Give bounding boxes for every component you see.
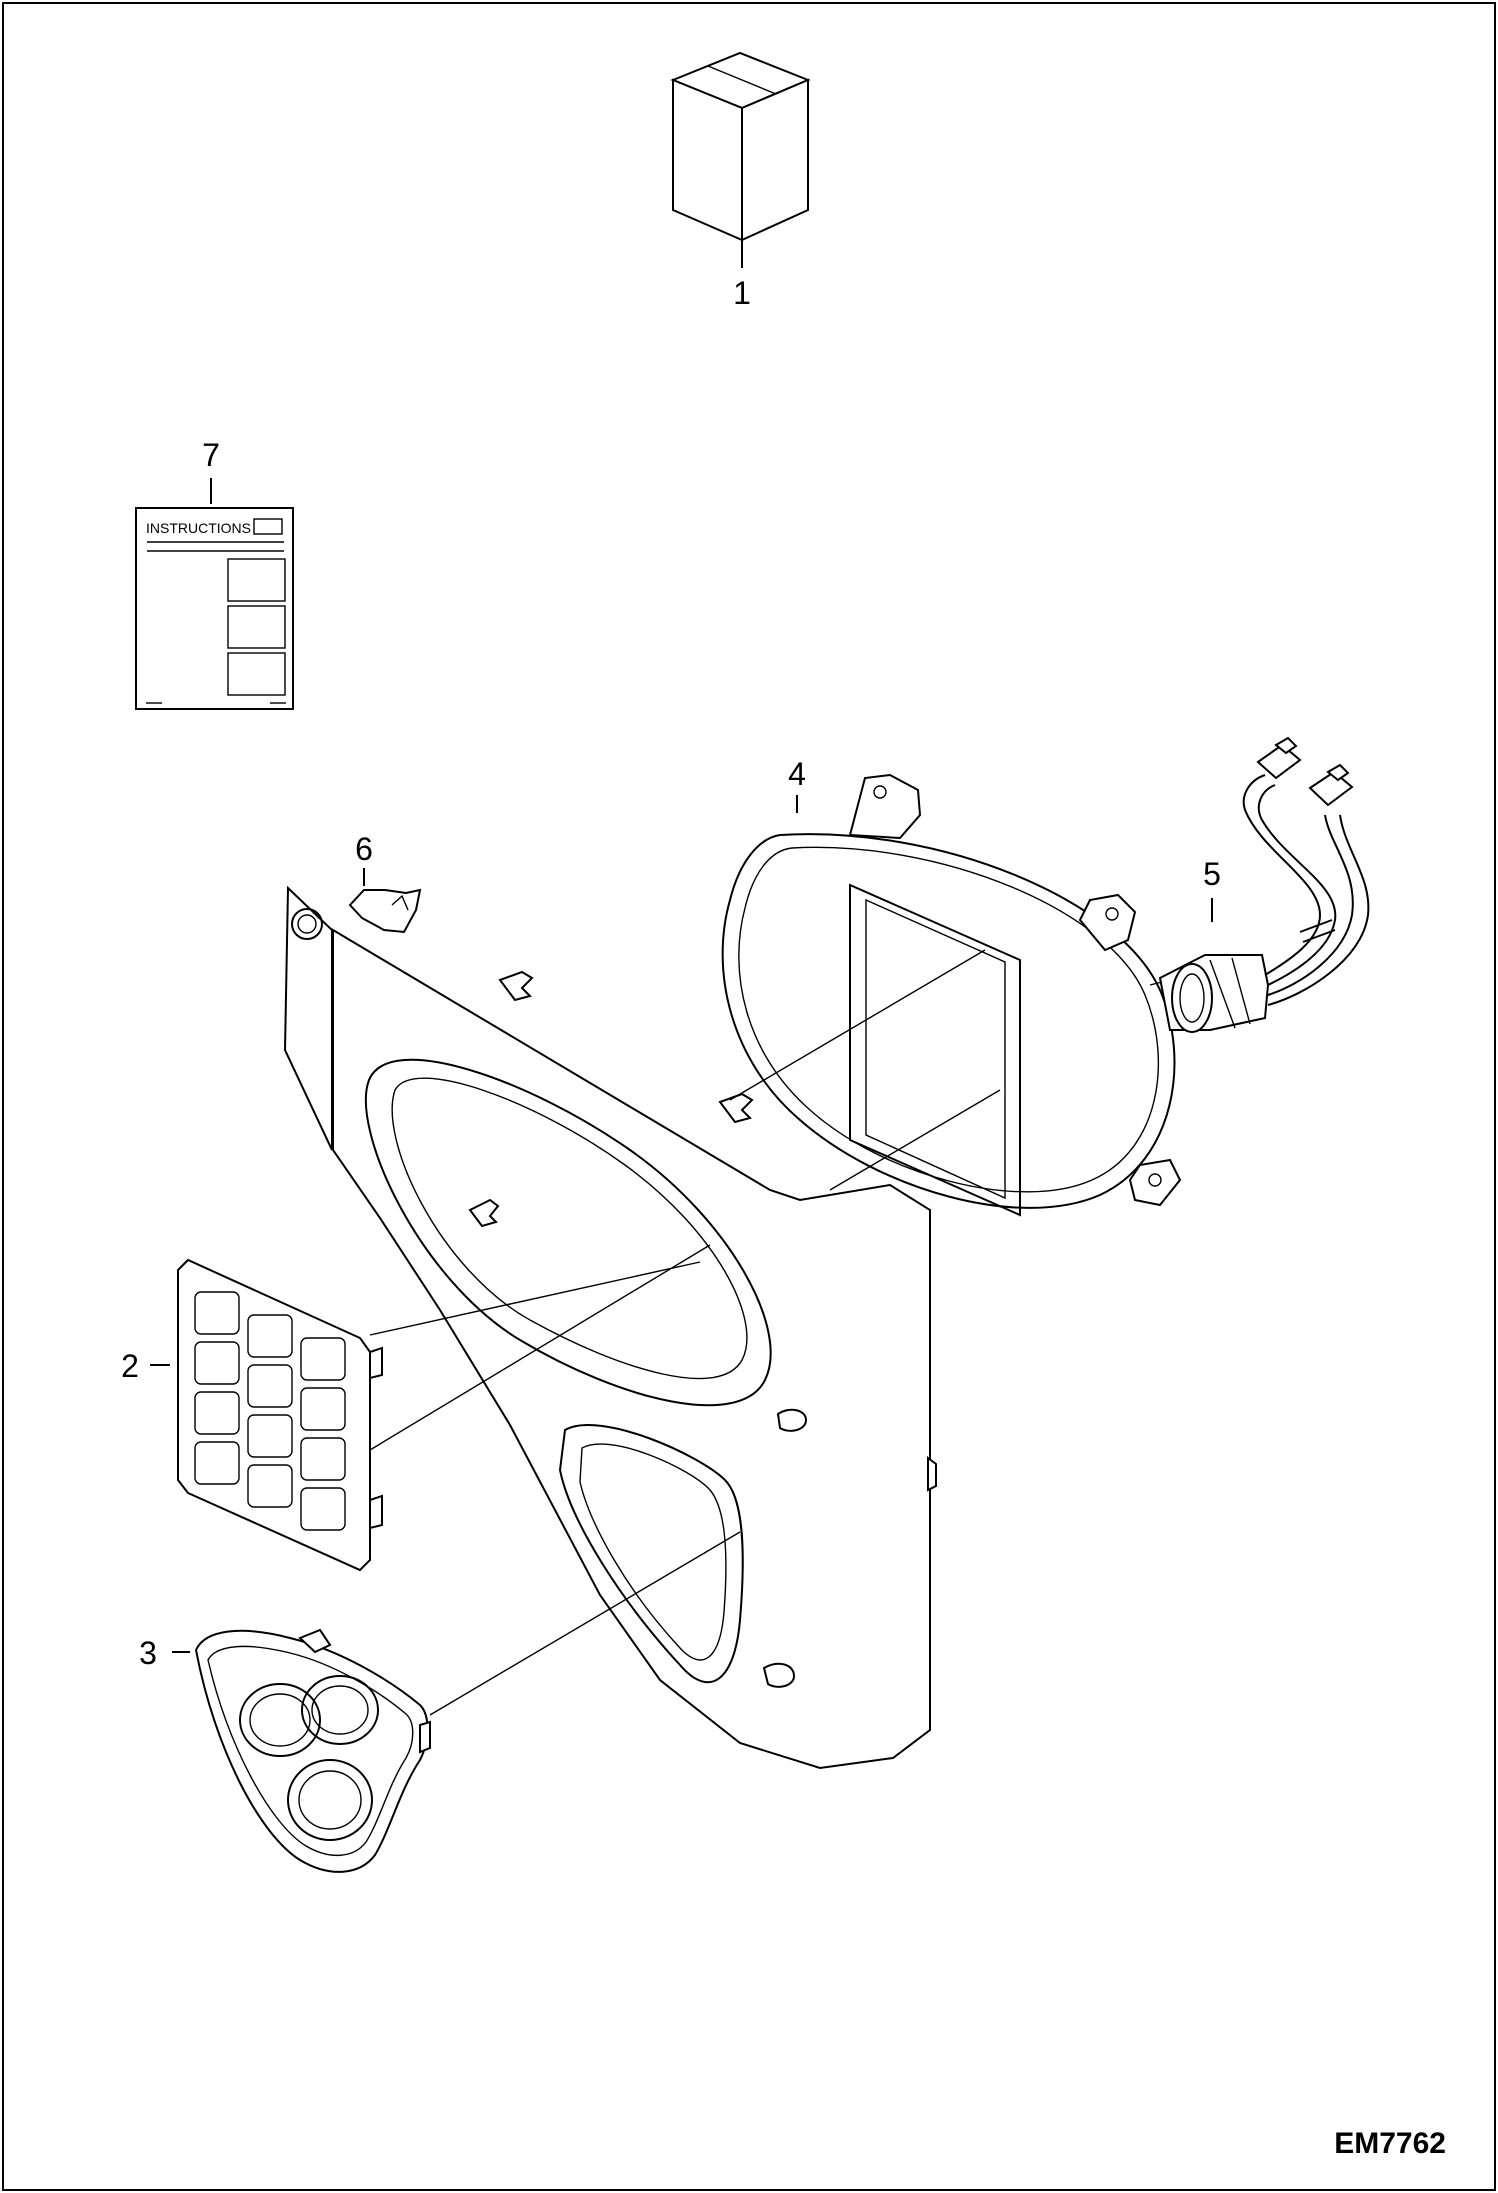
wire-harness-part [1158,736,1370,1033]
callout-6: 6 [355,831,373,867]
callout-4: 4 [788,756,806,792]
callout-7: 7 [202,437,220,473]
callout-2: 2 [121,1348,139,1384]
gauge-panel-part [194,1628,431,1873]
switch-panel-part [177,1258,383,1572]
instruction-sheet-part [135,478,294,710]
callout-3: 3 [139,1635,157,1671]
kit-box-part [670,51,811,268]
mounting-panel-part [283,885,937,1770]
instruction-sheet-heading: INSTRUCTIONS [146,520,251,536]
oval-bezel-part [721,773,1182,1217]
callout-5: 5 [1203,856,1221,892]
switch-keys [194,1291,346,1531]
figure-id: EM7762 [1334,2127,1446,2160]
callout-1: 1 [733,275,751,311]
assembly-lines [369,949,1163,1716]
